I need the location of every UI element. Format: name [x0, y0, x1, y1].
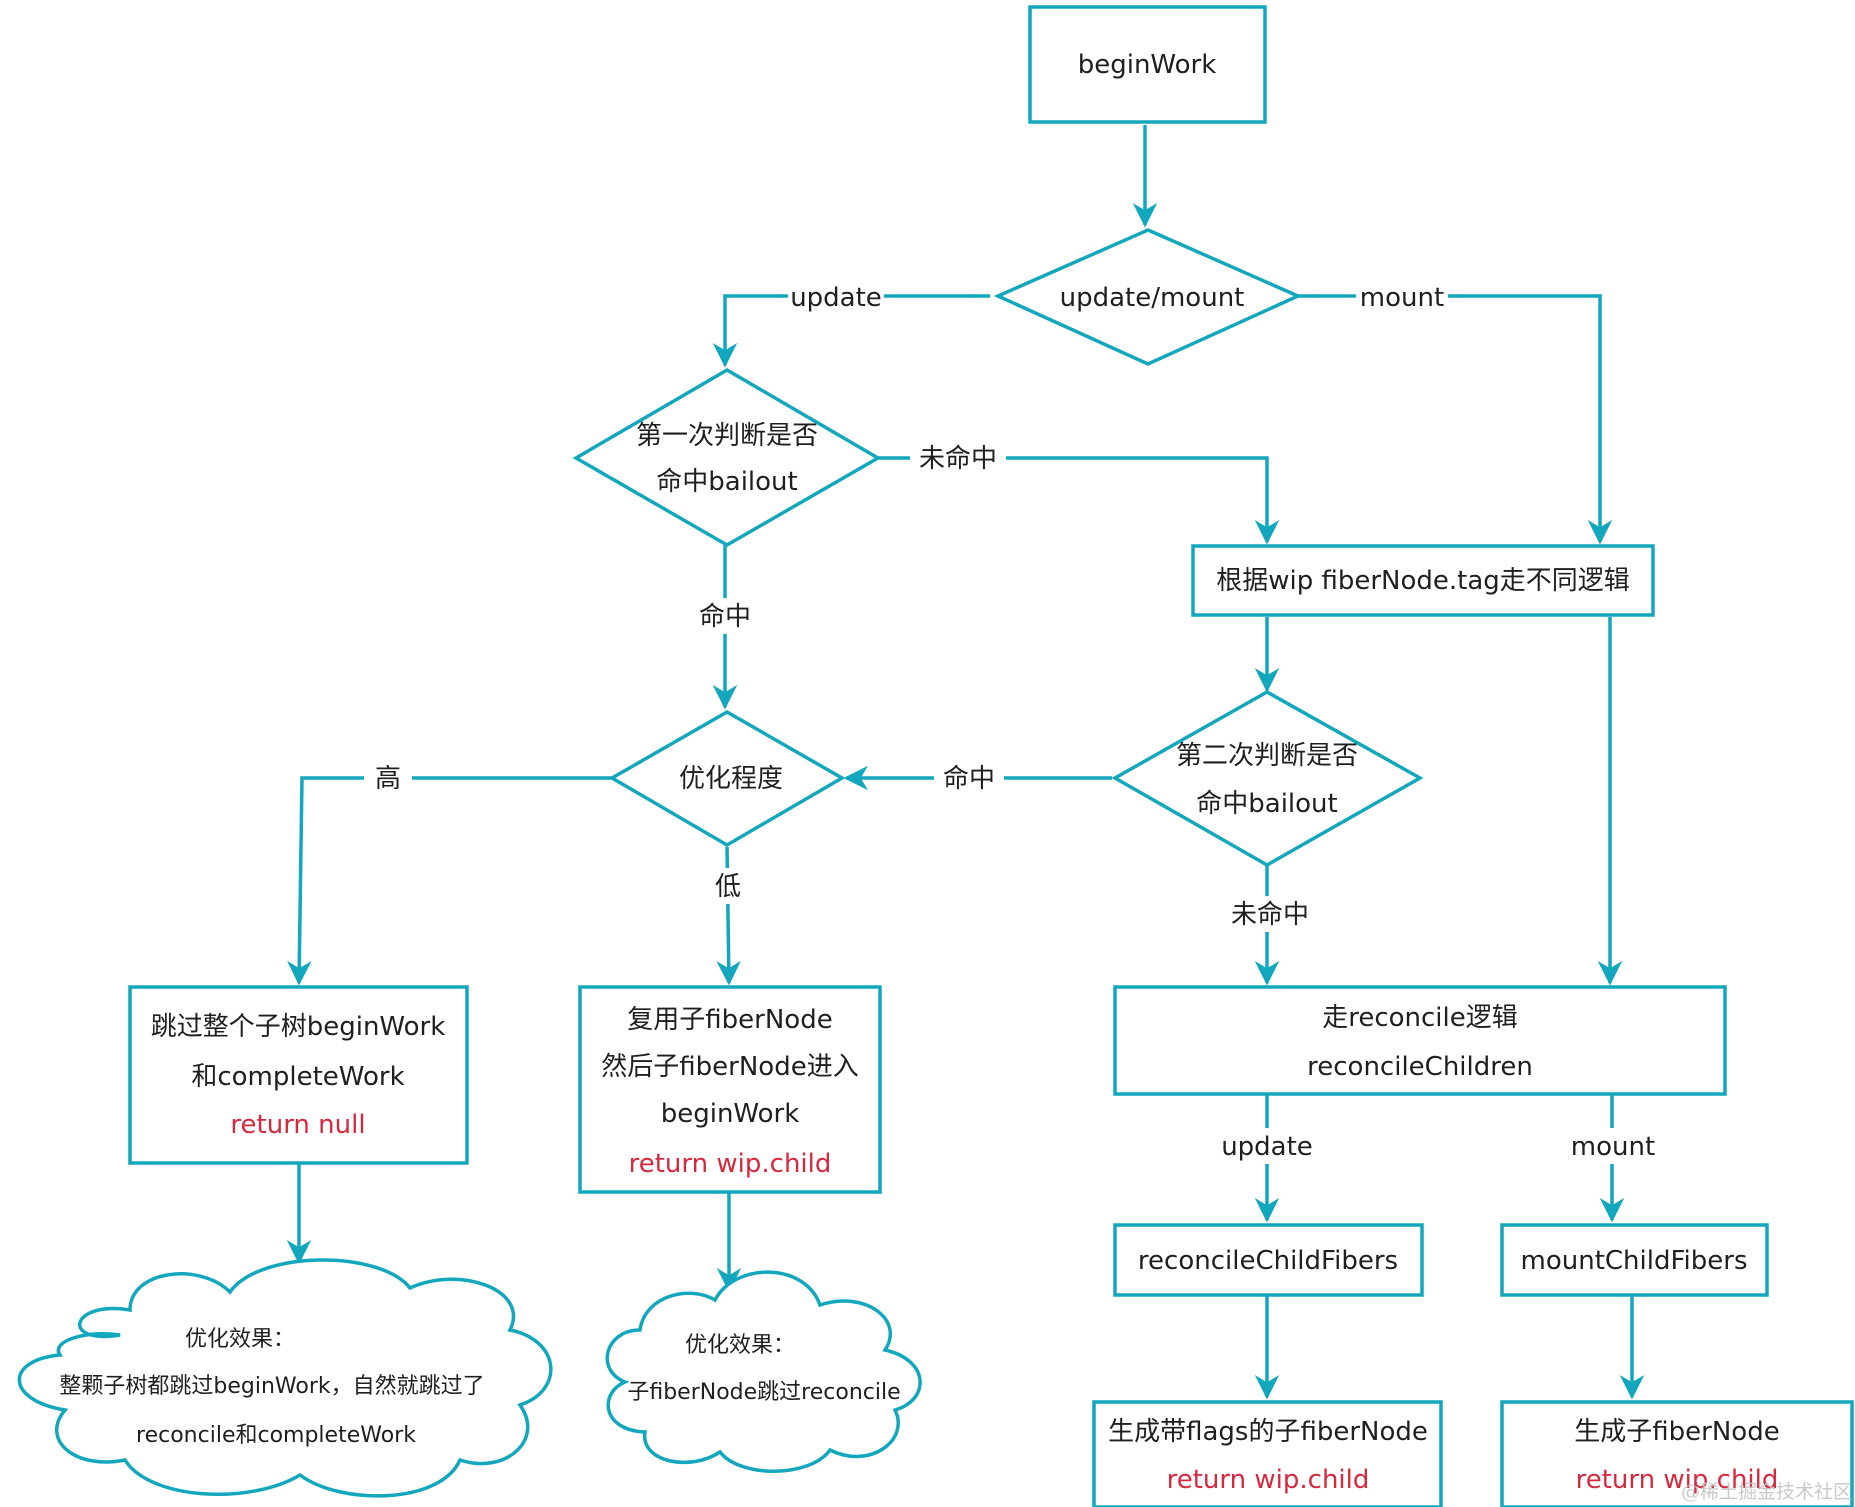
watermark: @稀土掘金技术社区 — [1681, 1481, 1852, 1503]
node-reuse-child: 复用子fiberNode 然后子fiberNode进入 beginWork re… — [578, 985, 882, 1194]
edge-first-miss — [878, 456, 1280, 545]
node-gen-child-return: return wip.child — [1576, 1465, 1779, 1495]
node-gen-flags-child-return: return wip.child — [1167, 1465, 1370, 1495]
node-second-check-line2: 命中bailout — [1196, 789, 1337, 819]
smiling-face-icon-low: 😊 — [814, 1333, 837, 1358]
cloud-low-line2: 子fiberNode跳过reconcile — [627, 1380, 900, 1405]
label-second-hit: 命中 — [943, 764, 995, 794]
node-optimize-level: 优化程度 — [608, 709, 846, 848]
label-high: 高 — [375, 764, 401, 794]
node-tag-logic: 根据wip fiberNode.tag走不同逻辑 — [1191, 544, 1655, 617]
cloud-high-line1: 优化效果： — [185, 1327, 295, 1352]
node-first-check-line1: 第一次判断是否 — [636, 421, 818, 451]
node-reuse-child-return: return wip.child — [629, 1149, 832, 1179]
cloud-high-line2: 整颗子树都跳过beginWork，自然就跳过了 — [59, 1374, 484, 1399]
cloud-low-line1: 优化效果： — [685, 1333, 795, 1358]
label-update: update — [790, 283, 882, 313]
label-update-bottom: update — [1221, 1132, 1313, 1162]
label-low: 低 — [715, 872, 741, 902]
node-second-bailout-check: 第二次判断是否 命中bailout — [1111, 689, 1424, 868]
edge-mount-branch — [1298, 294, 1613, 545]
node-skip-subtree: 跳过整个子树beginWork 和completeWork return nul… — [128, 985, 469, 1165]
node-skip-subtree-line2: 和completeWork — [191, 1062, 404, 1092]
node-mount-child-fibers-label: mountChildFibers — [1521, 1246, 1748, 1276]
node-reuse-child-line1: 复用子fiberNode — [627, 1005, 832, 1035]
cloud-high-effect: 优化效果： 😄 整颗子树都跳过beginWork，自然就跳过了 reconcil… — [17, 1258, 553, 1498]
node-reconcile-child-fibers-label: reconcileChildFibers — [1138, 1246, 1398, 1276]
node-skip-subtree-line1: 跳过整个子树beginWork — [151, 1012, 446, 1042]
clouds: 优化效果： 😄 整颗子树都跳过beginWork，自然就跳过了 reconcil… — [17, 1258, 922, 1498]
node-gen-child: 生成子fiberNode return wip.child — [1500, 1400, 1854, 1507]
node-update-mount-decision: update/mount — [993, 228, 1303, 366]
nodes: beginWork update/mount 第一次判断是否 命中bailout… — [128, 5, 1854, 1507]
cloud-high-line3: reconcile和completeWork — [136, 1423, 416, 1448]
cloud-low-effect: 优化效果： 😊 子fiberNode跳过reconcile — [605, 1270, 922, 1473]
edge-low-branch — [716, 846, 741, 986]
label-mount: mount — [1360, 283, 1444, 313]
node-reconcile-child-fibers: reconcileChildFibers — [1113, 1223, 1424, 1297]
node-optimize-level-label: 优化程度 — [679, 764, 783, 794]
node-begin-work-label: beginWork — [1078, 50, 1217, 80]
label-second-miss: 未命中 — [1231, 900, 1309, 930]
label-mount-bottom: mount — [1571, 1132, 1655, 1162]
node-first-check-line2: 命中bailout — [656, 467, 797, 497]
edge-labels: update mount 未命中 命中 高 命中 低 未命中 update mo… — [364, 278, 1658, 1164]
node-reuse-child-line3: beginWork — [661, 1099, 800, 1129]
edge-high-branch — [287, 776, 612, 986]
node-update-mount-label: update/mount — [1060, 283, 1245, 313]
node-mount-child-fibers: mountChildFibers — [1500, 1223, 1769, 1297]
node-second-check-line1: 第二次判断是否 — [1176, 741, 1358, 771]
node-reconcile-line1: 走reconcile逻辑 — [1322, 1003, 1518, 1033]
node-gen-flags-child-line1: 生成带flags的子fiberNode — [1108, 1417, 1428, 1447]
node-gen-child-line1: 生成子fiberNode — [1574, 1417, 1779, 1447]
node-reuse-child-line2: 然后子fiberNode进入 — [601, 1052, 858, 1082]
node-reconcile: 走reconcile逻辑 reconcileChildren — [1113, 985, 1727, 1096]
node-tag-logic-label: 根据wip fiberNode.tag走不同逻辑 — [1216, 566, 1630, 596]
node-skip-subtree-return: return null — [230, 1110, 365, 1140]
node-gen-flags-child: 生成带flags的子fiberNode return wip.child — [1092, 1400, 1443, 1507]
node-first-bailout-check: 第一次判断是否 命中bailout — [572, 367, 882, 548]
node-begin-work: beginWork — [1028, 5, 1267, 124]
smiling-face-icon: 😄 — [329, 1327, 352, 1352]
edge-update-branch — [712, 294, 990, 368]
label-first-hit: 命中 — [699, 602, 751, 632]
node-reconcile-line2: reconcileChildren — [1307, 1052, 1533, 1082]
label-first-miss: 未命中 — [919, 444, 997, 474]
